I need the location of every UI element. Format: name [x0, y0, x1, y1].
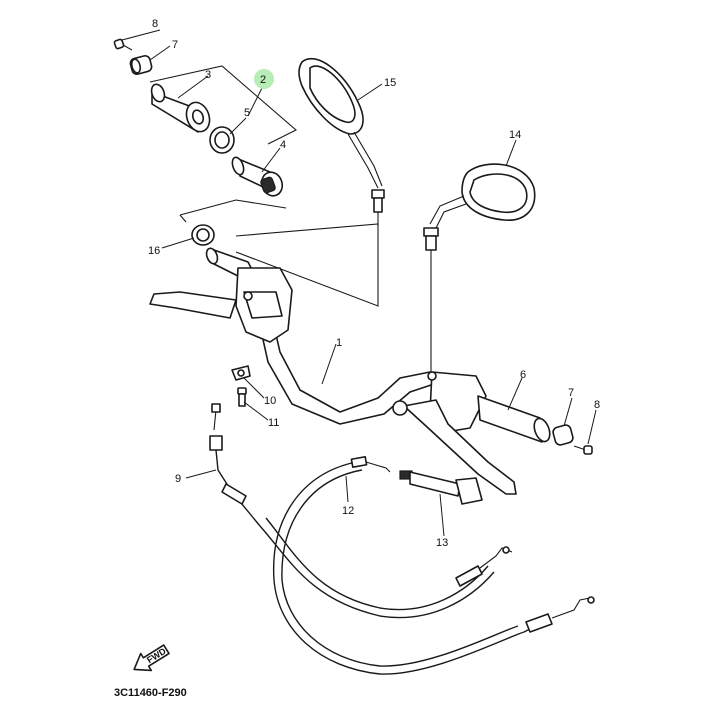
callout-12: 12: [342, 505, 354, 517]
part-14-mirror-right: [423, 163, 536, 372]
callout-1: 1: [336, 337, 342, 349]
callout-3: 3: [205, 69, 211, 81]
part-9-throttle-cable: [209, 403, 513, 619]
part-7-bar-end-right: [552, 424, 574, 446]
leader-lines: [121, 29, 597, 537]
part-6-right-grip: [477, 395, 551, 443]
part-16-collar: [191, 224, 215, 246]
callout-2-highlight: [254, 69, 274, 89]
callout-4: 4: [280, 139, 286, 151]
part-12-cable: [272, 456, 595, 675]
callout-15: 15: [384, 77, 396, 89]
callout-13: 13: [436, 537, 448, 549]
left-lever-housing: [149, 267, 293, 343]
callout-7-top: 7: [172, 39, 178, 51]
part-3-grip: [150, 83, 211, 133]
right-lever-housing: [392, 371, 517, 495]
part-4-throttle-tube: [231, 156, 284, 197]
callout-9: 9: [175, 473, 181, 485]
group-bracket-lines: [149, 65, 379, 307]
part-8-screw-top: [113, 38, 133, 51]
callout-10: 10: [264, 395, 276, 407]
callout-8-right: 8: [594, 399, 600, 411]
callouts: 8 7 3 2 5 4 15 14 16 1 6 7 8 10 11 9 12 …: [148, 18, 600, 549]
callout-7-right: 7: [568, 387, 574, 399]
callout-2: 2: [260, 74, 266, 86]
part-7-bar-end-top: [129, 55, 153, 75]
callout-6: 6: [520, 369, 526, 381]
diagram-code: 3C11460-F290: [114, 687, 187, 699]
callout-16: 16: [148, 245, 160, 257]
callout-8-top: 8: [152, 18, 158, 30]
part-5-ring: [209, 126, 235, 154]
part-8-screw-right: [573, 445, 593, 455]
fwd-arrow: FWD: [133, 644, 170, 672]
callout-5: 5: [244, 107, 250, 119]
part-13-switch: [399, 470, 483, 505]
part-15-mirror-left: [298, 57, 385, 226]
callout-14: 14: [509, 129, 521, 141]
callout-11: 11: [268, 417, 279, 429]
part-10-clamp: [231, 365, 251, 381]
part-11-bolt: [237, 387, 247, 407]
